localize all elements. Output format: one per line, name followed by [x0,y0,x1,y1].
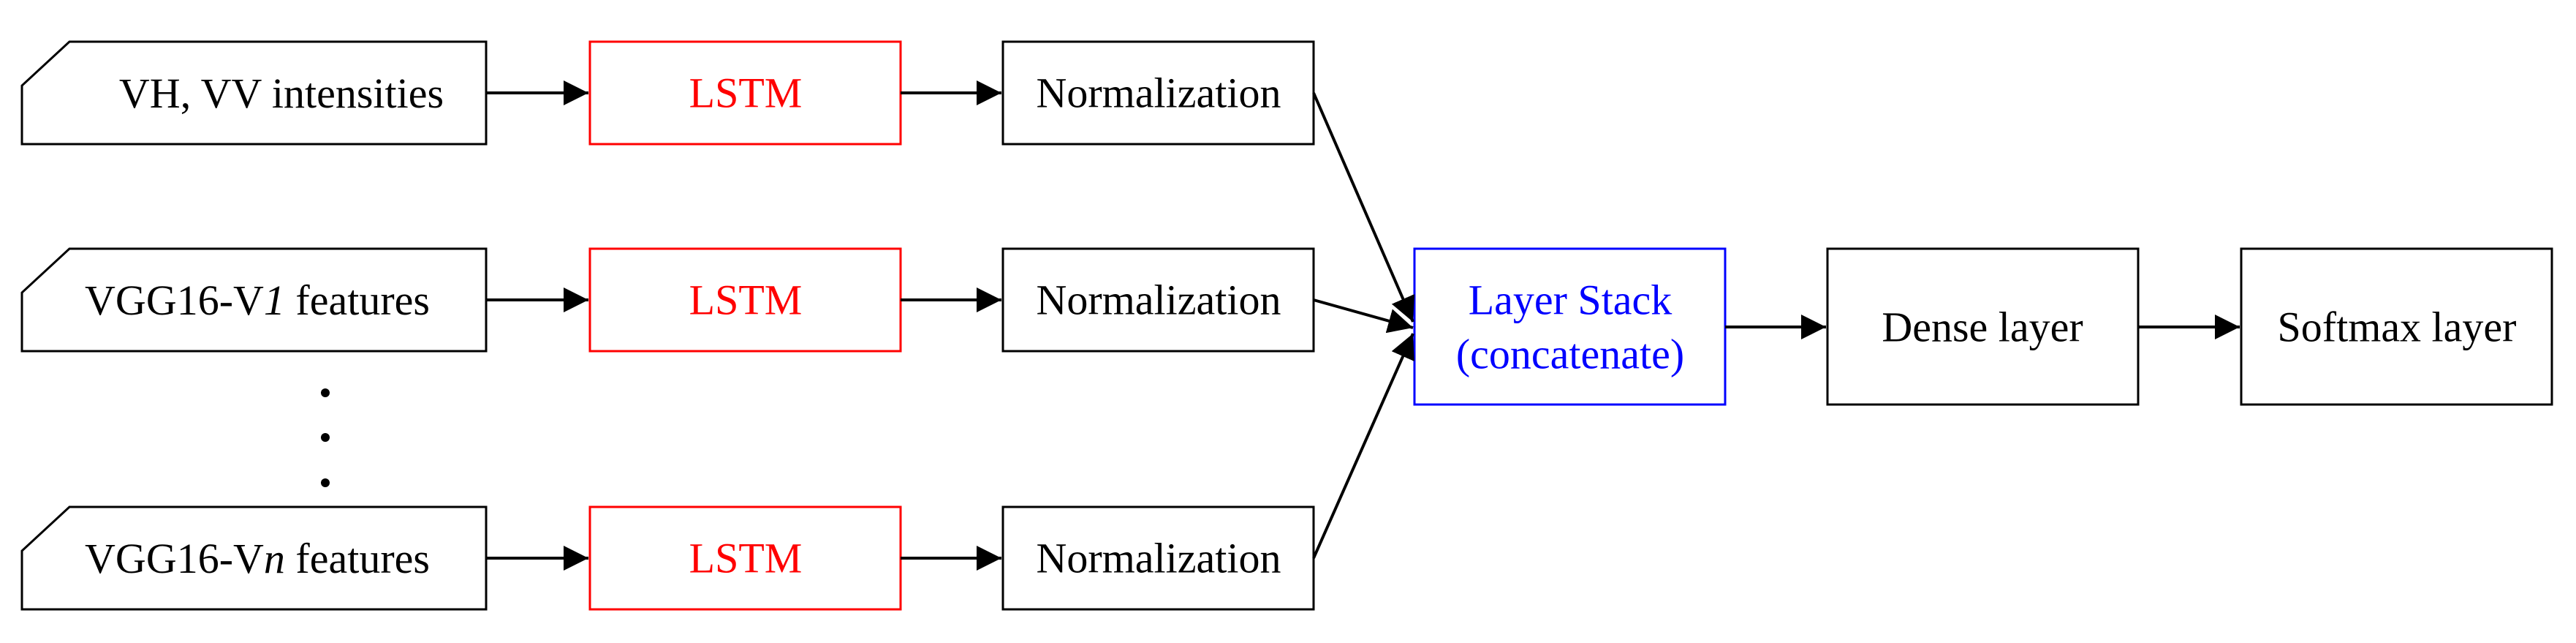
layer-stack-box [1413,247,1727,406]
lstm-label-2: LSTM [689,277,803,324]
row-1: VH, VV intensities LSTM Normalization [20,40,1315,146]
lstm-label-1: LSTM [689,69,803,117]
merge-section: Layer Stack (concatenate) Dense layer So… [1413,247,2553,406]
input-label-vgg16-vn-index: n [264,535,285,582]
normalization-label-2: Normalization [1036,277,1281,324]
ellipsis-dot-3 [321,478,330,487]
arrows [486,80,2240,571]
input-label-vgg16-vn-suffix: features [285,535,430,582]
ellipsis [321,388,330,487]
arrow-norm3-to-stack [1312,333,1414,559]
dense-layer-label: Dense layer [1882,304,2083,351]
softmax-layer-box [2240,247,2553,406]
normalization-label-1: Normalization [1036,69,1281,117]
lstm-label-3: LSTM [689,535,803,582]
layer-stack-label-line1: Layer Stack [1469,277,1672,324]
normalization-label-3: Normalization [1036,535,1281,582]
ellipsis-dot-2 [321,433,330,442]
layer-stack-label-line2: (concatenate) [1456,331,1684,378]
input-label-vgg16-v1-suffix: features [285,277,430,324]
input-label-vgg16-v1-index: 1 [264,277,285,324]
input-label-vgg16-v1: VGG16-V1 features [85,277,430,324]
input-label-vgg16-v1-prefix: VGG16-V [85,277,264,324]
input-box-vgg16-v1 [20,247,488,353]
arrow-norm2-to-stack [1313,298,1414,334]
input-box-vgg16-vn [20,505,488,611]
ellipsis-dot-1 [321,388,330,397]
input-label-vgg16-vn: VGG16-Vn features [85,535,430,582]
input-label-vh-vv-text: VH, VV intensities [119,69,444,117]
input-label-vh-vv: VH, VV intensities [119,69,444,117]
row-2: VGG16-V1 features LSTM Normalization [20,247,1315,353]
input-box-vh-vv [20,40,488,146]
input-label-vgg16-vn-prefix: VGG16-V [85,535,264,582]
row-3: VGG16-Vn features LSTM Normalization [20,505,1315,611]
arrow-norm1-to-stack [1312,92,1415,323]
softmax-layer-label: Softmax layer [2278,304,2517,351]
